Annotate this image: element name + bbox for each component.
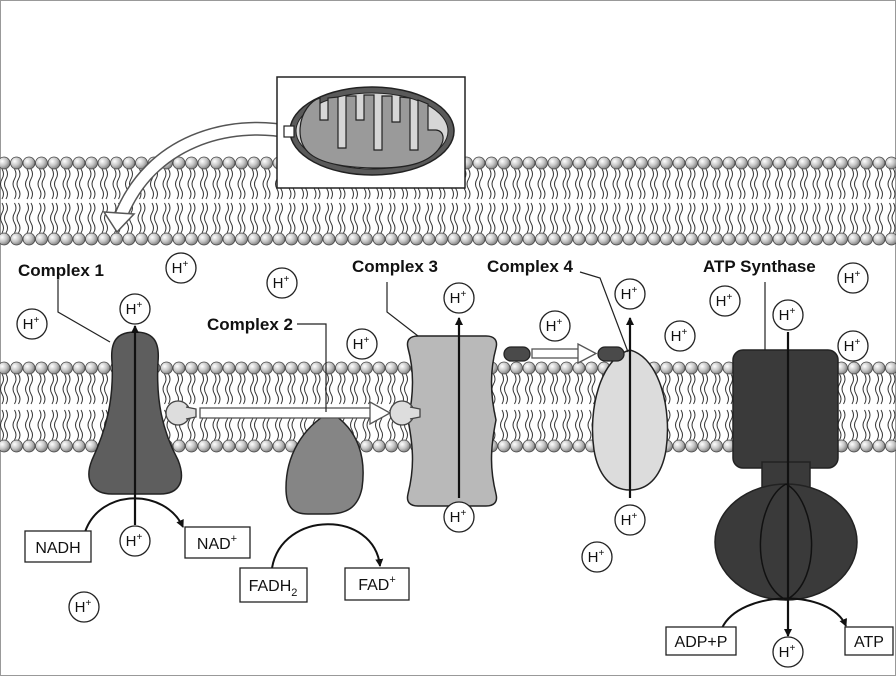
nadh-label: NADH xyxy=(35,540,80,557)
proton-icon-ims: H+ xyxy=(710,286,740,316)
proton-icon-matrix: H+ xyxy=(69,592,99,622)
complex-4-label: Complex 4 xyxy=(487,257,574,276)
inset-pointer-arrowhead xyxy=(104,212,134,232)
fadh2-to-fad-arrow xyxy=(272,524,380,568)
proton-icon-ims: H+ xyxy=(838,331,868,361)
proton-icon-c3-bot: H+ xyxy=(444,502,474,532)
mitochondrion-inset-icon xyxy=(277,77,465,188)
proton-icon-ims: H+ xyxy=(838,263,868,293)
proton-icon-matrix: H+ xyxy=(582,542,612,572)
complex-2-protein xyxy=(286,412,363,514)
atp-label: ATP xyxy=(854,634,884,651)
inset-pointer-arrow xyxy=(120,129,290,218)
proton-icon-ims: H+ xyxy=(17,309,47,339)
complex-3-label: Complex 3 xyxy=(352,257,438,276)
complex-2-label: Complex 2 xyxy=(207,315,293,334)
complex-1-label: Complex 1 xyxy=(18,261,104,280)
proton-icon-ims: H+ xyxy=(347,329,377,359)
proton-icon-ims: H+ xyxy=(166,253,196,283)
proton-icon-ims: H+ xyxy=(665,321,695,351)
proton-icon-ims: H+ xyxy=(267,268,297,298)
proton-icon-c1-bot: H+ xyxy=(120,526,150,556)
proton-icon-atp-bot: H+ xyxy=(773,637,803,667)
proton-icon-c1-top: H+ xyxy=(120,294,150,324)
complex-1-leader xyxy=(58,280,110,342)
atp-synthase-f1 xyxy=(715,484,857,600)
adp-p-label: ADP+P xyxy=(675,634,728,651)
proton-icon-c4-bot: H+ xyxy=(615,505,645,535)
proton-icon-ims: H+ xyxy=(540,311,570,341)
atp-synthase-fo xyxy=(733,350,838,468)
complex-3-leader xyxy=(387,282,418,336)
atp-synthase-label: ATP Synthase xyxy=(703,257,816,276)
proton-icon-atp-top: H+ xyxy=(773,300,803,330)
complex-3-protein xyxy=(407,336,496,506)
adp-to-atp-arrow xyxy=(722,598,846,628)
proton-icon-c3-top: H+ xyxy=(444,283,474,313)
proton-icon-c4-top: H+ xyxy=(615,279,645,309)
